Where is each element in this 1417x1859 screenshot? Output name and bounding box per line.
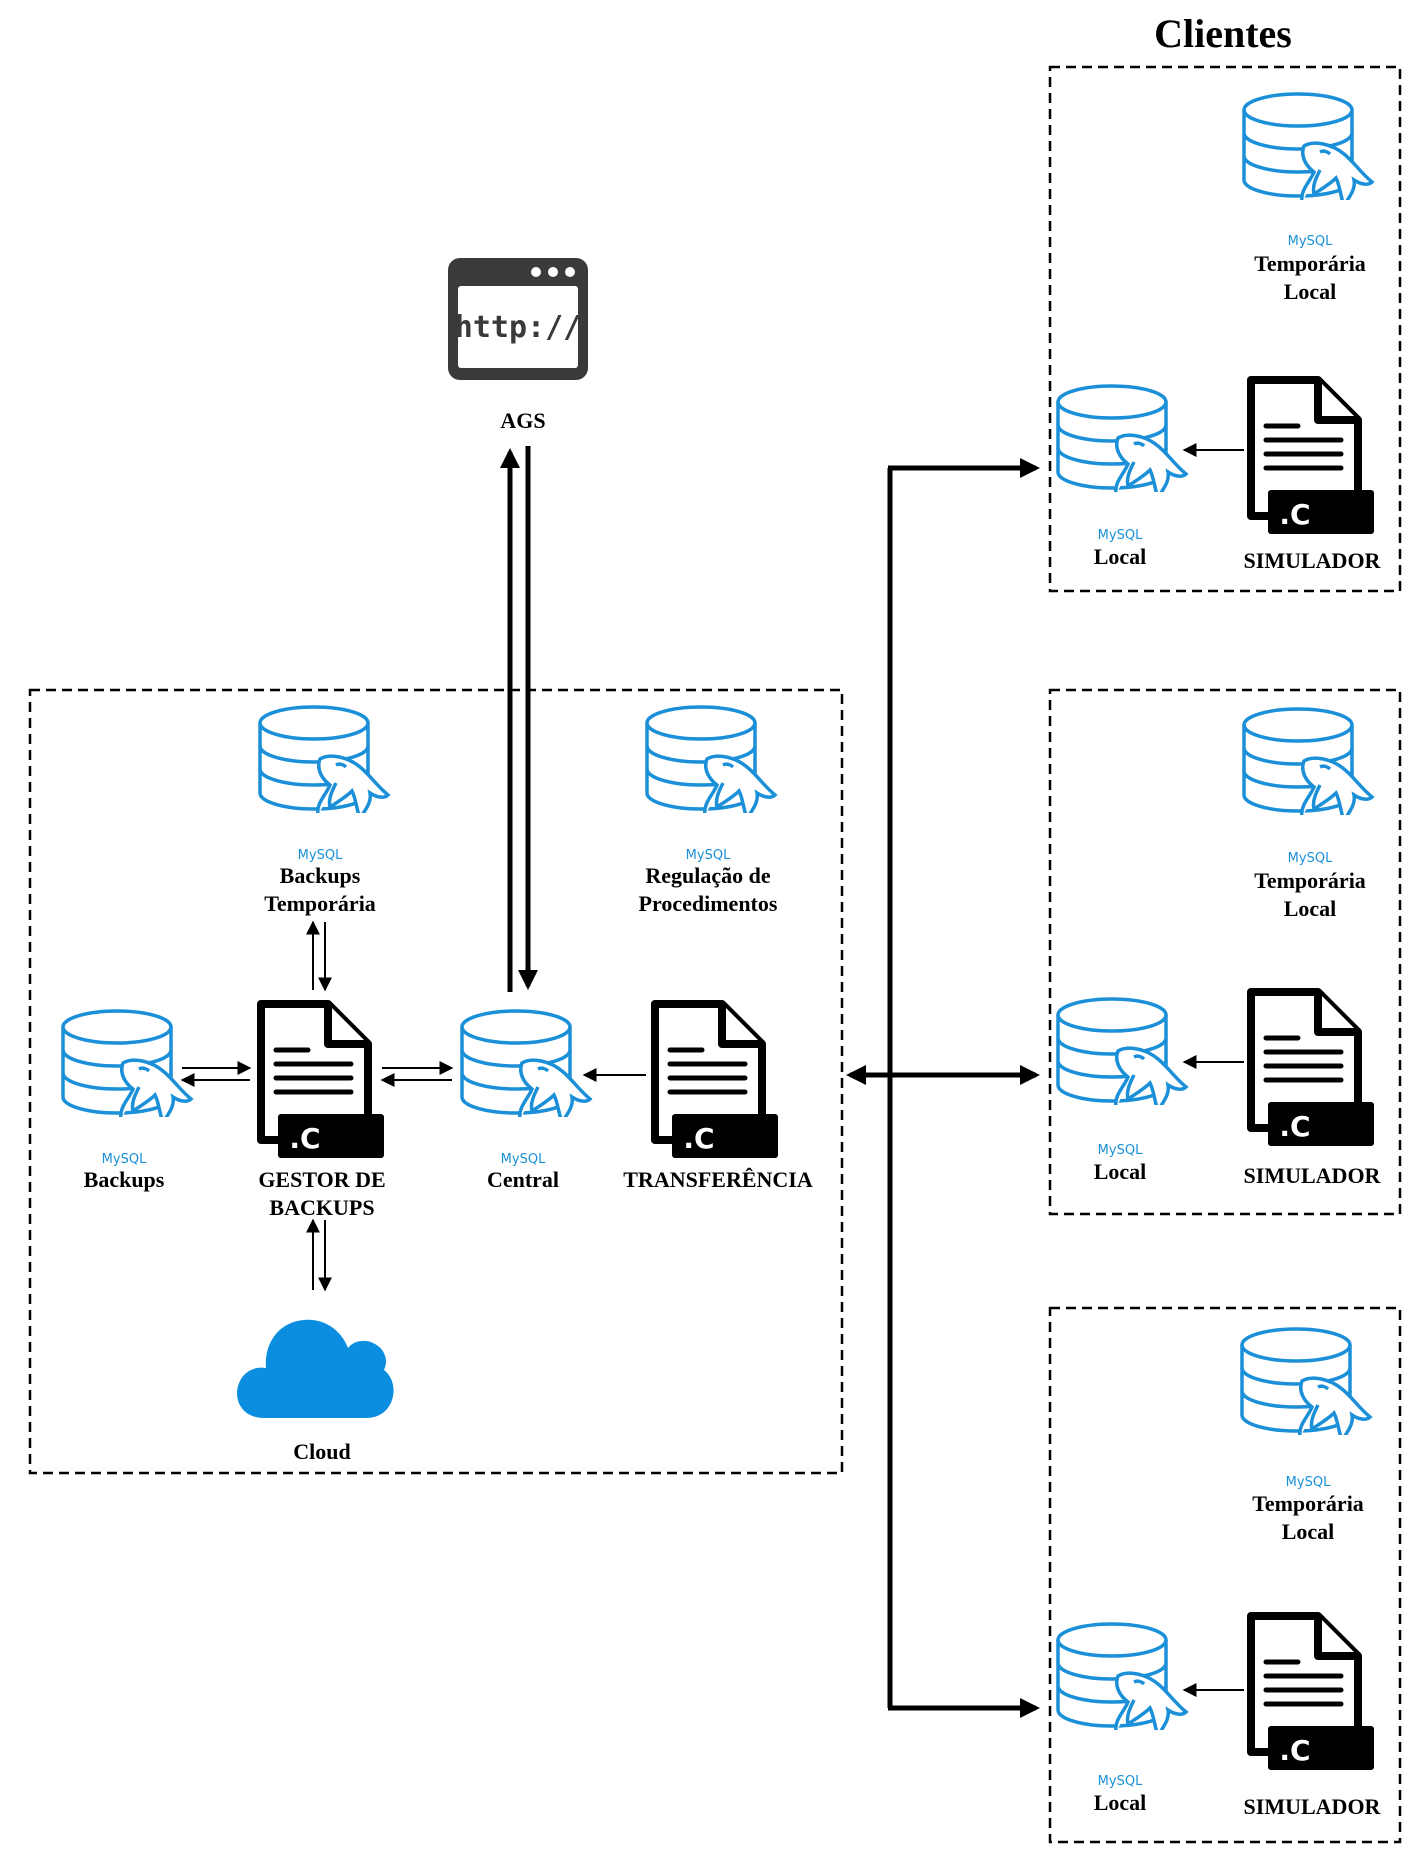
client3-temp-label: Temporária Local [1252, 1490, 1364, 1546]
client2-simulador-c-file-icon [1251, 992, 1374, 1146]
client-container-3 [1048, 1306, 1402, 1844]
ags-label: AGS [500, 408, 546, 433]
browser-http-icon: http:// [448, 258, 588, 380]
cloud-icon [237, 1319, 394, 1418]
client2-local-label: Local [1093, 1159, 1147, 1184]
mysql-caption: MySQL [686, 848, 731, 863]
client1-local-label: Local [1093, 544, 1147, 569]
client1-local-db-icon [1056, 384, 1188, 492]
mysql-caption: MySQL [1288, 234, 1333, 249]
client2-temp-label-line2: Local [1283, 896, 1337, 921]
client3-local-db-icon [1056, 1622, 1188, 1730]
client-container-1 [1048, 65, 1402, 593]
svg-text:http://: http:// [455, 310, 581, 345]
backups-temp-label: Backups Temporária [264, 862, 376, 918]
client3-simulador-label: SIMULADOR [1243, 1794, 1381, 1819]
backups-temp-db-icon [258, 705, 390, 813]
regulacao-label: Regulação de Procedimentos [639, 862, 778, 918]
client2-temp-label: Temporária Local [1254, 867, 1366, 923]
mysql-caption: MySQL [1098, 1774, 1143, 1789]
mysql-caption: MySQL [298, 848, 343, 863]
cloud-label: Cloud [293, 1439, 351, 1464]
client1-temp-db-icon [1242, 92, 1374, 200]
client1-simulador-label: SIMULADOR [1243, 548, 1381, 573]
client2-simulador-label: SIMULADOR [1243, 1163, 1381, 1188]
regulacao-db-icon [645, 705, 777, 813]
client3-temp-label-line1: Temporária [1252, 1491, 1364, 1516]
client2-local-db-icon [1056, 997, 1188, 1105]
server-container [28, 688, 844, 1475]
backups-label: Backups [83, 1167, 165, 1192]
central-label: Central [486, 1167, 560, 1192]
mysql-caption: MySQL [1098, 1143, 1143, 1158]
mysql-caption: MySQL [102, 1152, 147, 1167]
backups-temp-label-line2: Temporária [264, 891, 376, 916]
backups-temp-label-line1: Backups [279, 863, 361, 888]
client-container-2 [1048, 688, 1402, 1216]
client1-simulador-c-file-icon [1251, 380, 1374, 534]
mysql-caption: MySQL [501, 1152, 546, 1167]
client3-temp-label-line2: Local [1281, 1519, 1335, 1544]
client1-c-badge: .C [1279, 498, 1310, 531]
backups-db-icon [61, 1009, 193, 1117]
transferencia-c-file-icon [655, 1004, 778, 1158]
client1-temp-label-line1: Temporária [1254, 251, 1366, 276]
client3-local-label: Local [1093, 1790, 1147, 1815]
client3-simulador-c-file-icon [1251, 1616, 1374, 1770]
client3-temp-db-icon [1240, 1327, 1372, 1435]
client3-c-badge: .C [1279, 1734, 1310, 1767]
mysql-caption: MySQL [1288, 851, 1333, 866]
mysql-caption: MySQL [1286, 1475, 1331, 1490]
gestor-c-badge: .C [289, 1122, 320, 1155]
transferencia-label: TRANSFERÊNCIA [623, 1167, 813, 1192]
client2-temp-label-line1: Temporária [1254, 868, 1366, 893]
regulacao-label-line2: Procedimentos [638, 891, 778, 916]
regulacao-label-line1: Regulação de [645, 863, 771, 888]
mysql-caption: MySQL [1098, 528, 1143, 543]
client1-temp-label: Temporária Local [1254, 250, 1366, 306]
gestor-label-line2: BACKUPS [269, 1195, 375, 1220]
gestor-label-line1: GESTOR DE [258, 1167, 386, 1192]
client1-temp-label-line2: Local [1283, 279, 1337, 304]
client2-c-badge: .C [1279, 1110, 1310, 1143]
client2-temp-db-icon [1242, 707, 1374, 815]
central-db-icon [460, 1009, 592, 1117]
gestor-c-file-icon [261, 1004, 384, 1158]
gestor-label: GESTOR DE BACKUPS [258, 1166, 385, 1222]
clients-title: Clientes [1154, 11, 1292, 56]
transferencia-c-badge: .C [683, 1122, 714, 1155]
